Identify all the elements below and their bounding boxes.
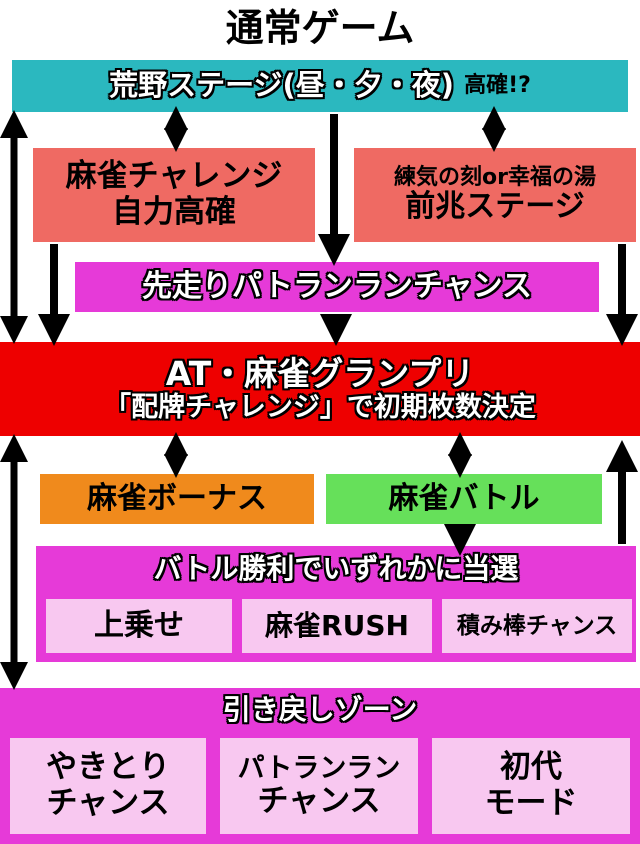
shodai-line2: モード <box>484 785 578 821</box>
hikimodoshi-title: 引き戻しゾーン <box>222 692 418 726</box>
battle-win-title: バトル勝利でいずれかに当選 <box>153 551 519 585</box>
stage-main-label: 荒野ステージ(昼・夕・夜) <box>109 68 455 103</box>
at-line2: 「配牌チャレンジ」で初期枚数決定 <box>104 392 536 424</box>
battle-win-item-rush: 麻雀RUSH <box>242 599 432 653</box>
stage-suffix-label: 高確!? <box>464 73 531 99</box>
yakitori-line1: やきとり <box>46 749 170 786</box>
patoranran-line2: チャンス <box>257 782 381 819</box>
renki-box: 練気の刻or幸福の湯 前兆ステージ <box>354 148 636 242</box>
battle-win-item-uwanose: 上乗せ <box>46 599 232 653</box>
page-title: 通常ゲーム <box>225 6 415 51</box>
patoranran-line1: パトランラン <box>237 752 401 784</box>
yakitori-line2: チャンス <box>46 785 170 821</box>
hikimodoshi-item-yakitori: やきとり チャンス <box>10 738 206 834</box>
renki-line2: 前兆ステージ <box>405 189 585 225</box>
sakibashiri-box: 先走りパトランランチャンス <box>75 262 599 312</box>
stage-bar: 荒野ステージ(昼・夕・夜) 高確!? <box>12 60 628 112</box>
renki-line1: 練気の刻or幸福の湯 <box>394 165 596 191</box>
battle-win-item-tsumibou: 積み棒チャンス <box>442 599 632 653</box>
shodai-line1: 初代 <box>500 749 562 786</box>
mahjong-bonus-box: 麻雀ボーナス <box>40 474 314 524</box>
hikimodoshi-item-shodai: 初代 モード <box>432 738 630 834</box>
at-grand-prix-box: AT・麻雀グランプリ 「配牌チャレンジ」で初期枚数決定 <box>0 342 640 436</box>
mahjong-challenge-line2: 自力高確 <box>112 194 236 230</box>
mahjong-battle-box: 麻雀バトル <box>326 474 602 524</box>
mahjong-challenge-line1: 麻雀チャレンジ <box>65 158 283 195</box>
at-line1: AT・麻雀グランプリ <box>165 353 475 393</box>
hikimodoshi-item-patoranran: パトランラン チャンス <box>220 738 418 834</box>
mahjong-challenge-box: 麻雀チャレンジ 自力高確 <box>33 148 315 242</box>
